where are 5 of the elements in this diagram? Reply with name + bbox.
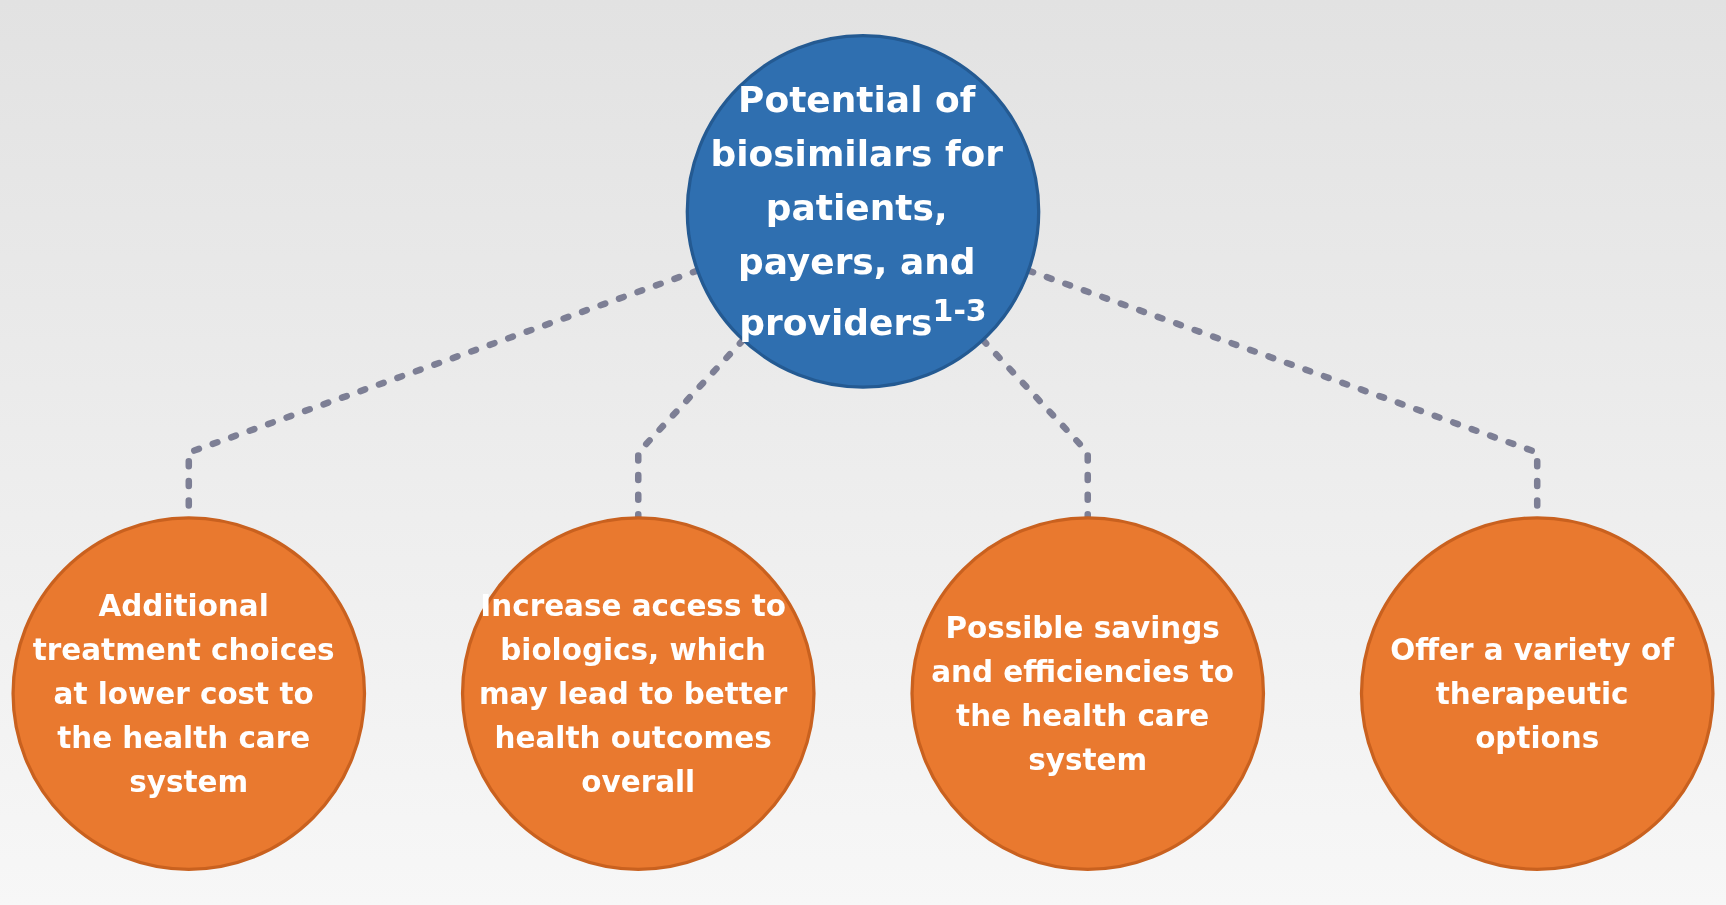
node-circle: Offer a variety of therapeutic options	[1359, 516, 1715, 871]
node-circle: Potential of biosimilars for patients, payers, and providers$^{1-3}$	[685, 34, 1041, 389]
node-circle: Possible savings and efficiencies to the health care system	[910, 516, 1266, 871]
node-circle: Additional treatment choices at lower cost to the health care system	[11, 516, 367, 871]
node-circle: Increase access to biologics, which may lead to better health outcomes overall	[460, 516, 816, 871]
